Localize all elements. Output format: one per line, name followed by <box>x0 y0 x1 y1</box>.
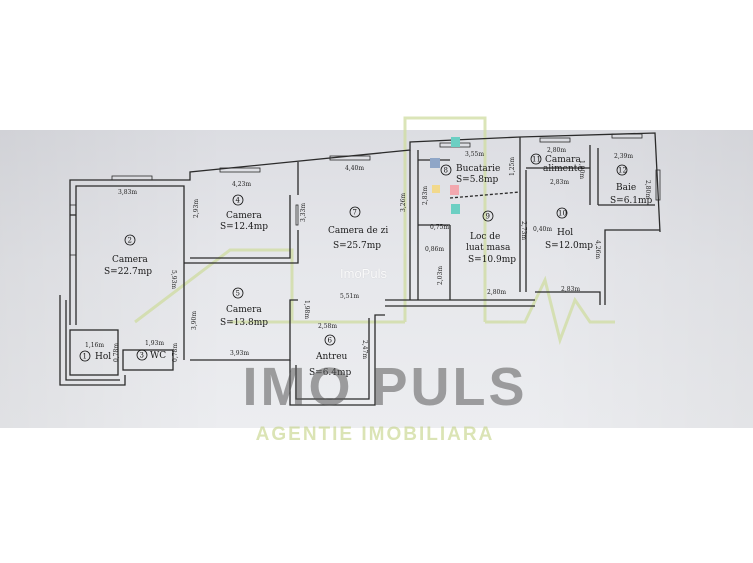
svg-text:7: 7 <box>353 209 357 217</box>
svg-text:alimente: alimente <box>543 164 583 174</box>
svg-text:3,55m: 3,55m <box>465 151 484 158</box>
svg-text:2,83m: 2,83m <box>422 186 429 205</box>
svg-text:S=22.7mp: S=22.7mp <box>104 267 152 277</box>
svg-text:WC: WC <box>150 351 166 361</box>
svg-text:1,93m: 1,93m <box>145 340 164 347</box>
svg-text:S=12.0mp: S=12.0mp <box>545 241 593 251</box>
svg-text:1,98m: 1,98m <box>303 300 310 319</box>
svg-text:8: 8 <box>444 167 448 175</box>
svg-text:Baie: Baie <box>616 183 636 193</box>
dimension-labels: 3,83m 5,93m 4,23m 2,93m 4,40m 3,33m 3,26… <box>85 147 651 362</box>
watermark-small-text: ImoPuls <box>340 266 387 281</box>
svg-text:0,40m: 0,40m <box>533 226 552 233</box>
svg-text:S=10.9mp: S=10.9mp <box>468 255 516 265</box>
svg-text:4: 4 <box>236 197 241 205</box>
svg-text:2,58m: 2,58m <box>318 323 337 330</box>
svg-text:2,47m: 2,47m <box>361 340 368 359</box>
svg-text:Hol: Hol <box>557 228 573 238</box>
svg-text:2,93m: 2,93m <box>193 199 200 218</box>
room-7: 7 Camera de zi S=25.7mp <box>328 206 388 251</box>
room-10: 10 Hol S=12.0mp <box>545 207 593 251</box>
svg-text:0,86m: 0,86m <box>425 246 444 253</box>
room-6: 6 Antreu S=6.4mp <box>309 334 352 378</box>
svg-text:3,33m: 3,33m <box>300 203 307 222</box>
room-9: 9 Loc de luat masa S=10.9mp <box>466 210 516 265</box>
svg-text:Bucatarie: Bucatarie <box>456 164 500 174</box>
svg-text:Hol: Hol <box>95 352 111 362</box>
svg-text:4,40m: 4,40m <box>345 165 364 172</box>
watermark-tagline: AGENTIE IMOBILIARA <box>255 424 495 445</box>
svg-text:1: 1 <box>83 353 87 361</box>
svg-text:0,78m: 0,78m <box>113 343 120 362</box>
svg-text:Camera: Camera <box>226 211 262 221</box>
color-marker-teal <box>451 137 460 147</box>
svg-text:S=6.4mp: S=6.4mp <box>309 368 352 378</box>
svg-text:2,03m: 2,03m <box>437 266 444 285</box>
svg-text:4,23m: 4,23m <box>232 181 251 188</box>
room-1: 1 Hol <box>79 350 111 362</box>
svg-text:S=13.8mp: S=13.8mp <box>220 318 268 328</box>
svg-text:Antreu: Antreu <box>315 352 348 362</box>
svg-text:3,83m: 3,83m <box>118 189 137 196</box>
svg-text:S=5.8mp: S=5.8mp <box>456 175 499 185</box>
svg-text:11: 11 <box>532 156 541 164</box>
room-12: 12 Baie S=6.1mp <box>610 164 653 206</box>
svg-text:Loc de: Loc de <box>470 232 500 242</box>
svg-text:1,00m: 1,00m <box>578 160 585 179</box>
room-8: 8 Bucatarie S=5.8mp <box>440 164 500 185</box>
svg-text:0,78m: 0,78m <box>172 343 179 362</box>
svg-text:2,80m: 2,80m <box>487 289 506 296</box>
svg-text:2,73m: 2,73m <box>520 221 527 240</box>
room-3: 3 WC <box>136 349 166 361</box>
color-marker-blue <box>430 158 440 168</box>
svg-text:S=6.1mp: S=6.1mp <box>610 196 653 206</box>
svg-text:S=12.4mp: S=12.4mp <box>220 222 268 232</box>
svg-text:3,90m: 3,90m <box>191 311 198 330</box>
svg-text:0,75m: 0,75m <box>430 224 449 231</box>
svg-text:Camera de zi: Camera de zi <box>328 226 388 236</box>
svg-text:S=25.7mp: S=25.7mp <box>333 241 381 251</box>
svg-text:6: 6 <box>328 337 333 345</box>
color-marker-yellow <box>432 185 440 193</box>
room-2: 2 Camera S=22.7mp <box>104 234 152 277</box>
room-5: 5 Camera S=13.8mp <box>220 287 268 328</box>
svg-text:Camera: Camera <box>226 305 262 315</box>
svg-text:2,83m: 2,83m <box>561 286 580 293</box>
svg-text:3,93m: 3,93m <box>230 350 249 357</box>
svg-text:2,80m: 2,80m <box>547 147 566 154</box>
svg-text:5: 5 <box>236 290 240 298</box>
svg-text:5,93m: 5,93m <box>170 270 177 289</box>
svg-text:2,80m: 2,80m <box>644 180 651 199</box>
svg-text:2: 2 <box>128 237 132 245</box>
svg-text:1,16m: 1,16m <box>85 342 104 349</box>
svg-text:luat masa: luat masa <box>466 243 511 253</box>
svg-text:3,26m: 3,26m <box>400 193 407 212</box>
svg-text:10: 10 <box>558 210 567 218</box>
svg-text:9: 9 <box>486 213 490 221</box>
svg-text:2,83m: 2,83m <box>550 179 569 186</box>
svg-text:1,25m: 1,25m <box>509 157 516 176</box>
svg-text:5,51m: 5,51m <box>340 293 359 300</box>
svg-text:Camara: Camara <box>545 155 581 165</box>
room-11: 11 Camara alimente <box>530 153 583 174</box>
svg-text:2,39m: 2,39m <box>614 153 633 160</box>
svg-text:3: 3 <box>140 352 144 360</box>
svg-text:12: 12 <box>618 167 627 175</box>
svg-text:4,26m: 4,26m <box>594 240 601 259</box>
color-marker-pink <box>450 185 459 195</box>
svg-text:Camera: Camera <box>112 255 148 265</box>
color-marker-teal-2 <box>451 204 460 214</box>
watermark-brand: IMO PULS <box>242 357 528 417</box>
room-4: 4 Camera S=12.4mp <box>220 194 268 232</box>
